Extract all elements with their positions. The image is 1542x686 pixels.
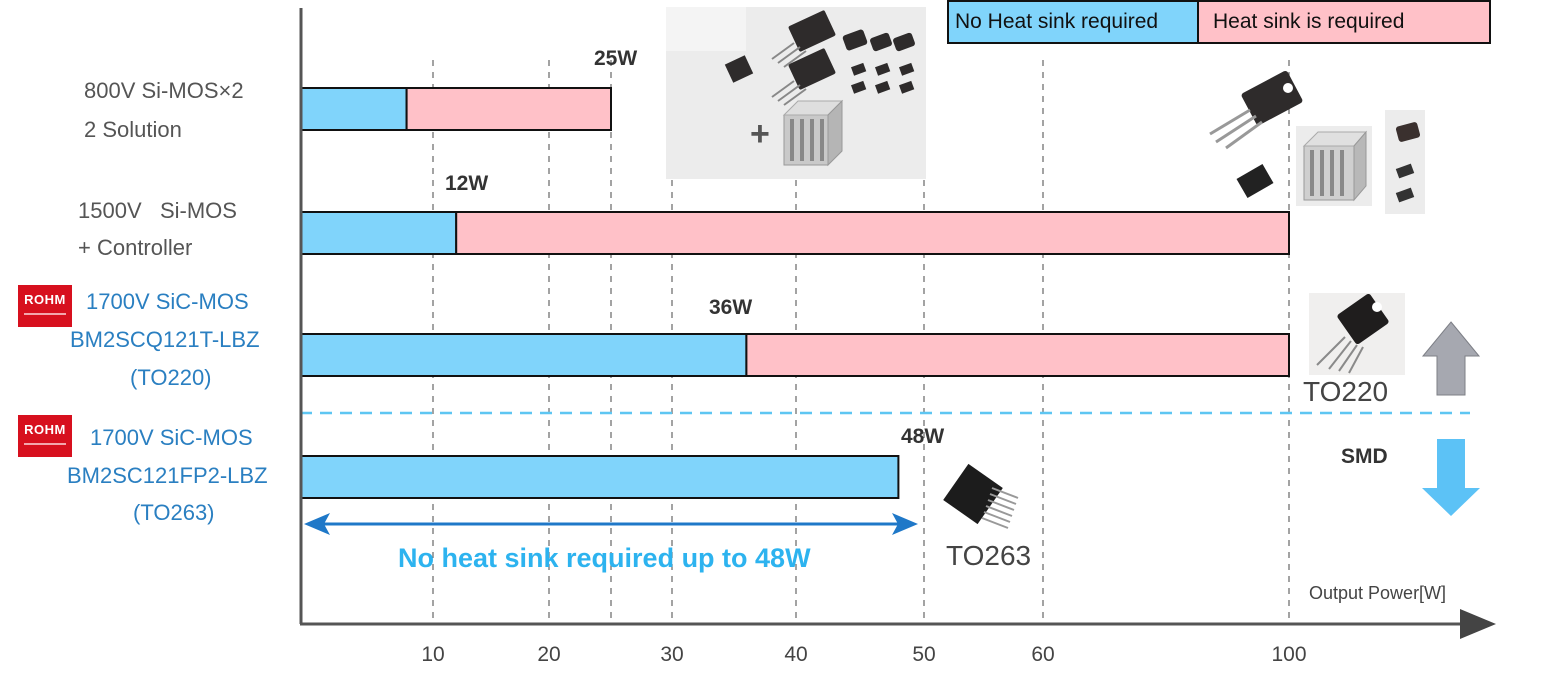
bar-heat-sink-required xyxy=(745,333,1290,377)
to220-package-image xyxy=(1309,293,1405,375)
no-heat-sink-note: No heat sink required up to 48W xyxy=(398,543,811,573)
rohm-logo: ROHM xyxy=(18,415,72,457)
x-axis-title: Output Power[W] xyxy=(1309,583,1447,603)
row3-label-line2: BM2SCQ121T-LBZ xyxy=(70,327,260,352)
to263-package-image xyxy=(943,463,1019,529)
smd-label: SMD xyxy=(1341,445,1388,468)
x-tick-label: 50 xyxy=(912,643,935,666)
legend: No Heat sink required Heat sink is requi… xyxy=(947,0,1491,44)
x-tick-label: 30 xyxy=(660,643,683,666)
row4-label-line2: BM2SC121FP2-LBZ xyxy=(67,463,268,488)
smd-components-image xyxy=(1385,110,1425,214)
bar-no-heat-sink xyxy=(300,211,458,255)
to220-and-sop-image xyxy=(1209,70,1303,199)
row1-label-line1: 800V Si-MOS×2 xyxy=(84,78,244,103)
x-tick-label: 40 xyxy=(784,643,807,666)
bar-no-heat-sink xyxy=(300,333,748,377)
x-tick-label: 20 xyxy=(537,643,560,666)
bar-value-label: 36W xyxy=(709,296,753,319)
rohm-logo: ROHM xyxy=(18,285,72,327)
bar-value-label: 48W xyxy=(901,425,945,448)
legend-no-heat-sink: No Heat sink required xyxy=(949,2,1199,42)
si-mos-components-image: + xyxy=(666,7,926,179)
row3-label-line3: (TO220) xyxy=(130,365,212,390)
to263-package-label: TO263 xyxy=(946,540,1032,571)
row1-label-line2: 2 Solution xyxy=(84,117,182,142)
row2-label-line2: + Controller xyxy=(78,235,193,260)
up-arrow-icon xyxy=(1421,321,1481,396)
legend-heat-sink-required: Heat sink is required xyxy=(1199,2,1489,42)
bar-heat-sink-required xyxy=(405,87,612,131)
row2-label-line1: 1500V Si-MOS xyxy=(78,198,237,223)
bar-value-label: 25W xyxy=(594,47,638,70)
row3-label-line1: 1700V SiC-MOS xyxy=(86,289,249,314)
bar-heat-sink-required xyxy=(455,211,1290,255)
to220-package-label: TO220 xyxy=(1303,376,1389,407)
bar-value-label: 12W xyxy=(445,172,489,195)
plus-icon: + xyxy=(750,115,770,153)
x-tick-label: 10 xyxy=(421,643,444,666)
range-arrow-48w xyxy=(304,513,918,535)
heatsink-image xyxy=(1296,126,1372,206)
row4-label-line1: 1700V SiC-MOS xyxy=(90,425,253,450)
x-tick-label: 100 xyxy=(1271,643,1306,666)
row4-label-line3: (TO263) xyxy=(133,500,215,525)
bar-no-heat-sink xyxy=(300,87,408,131)
bar-no-heat-sink xyxy=(300,455,900,499)
down-arrow-icon xyxy=(1422,439,1480,516)
x-tick-label: 60 xyxy=(1031,643,1054,666)
